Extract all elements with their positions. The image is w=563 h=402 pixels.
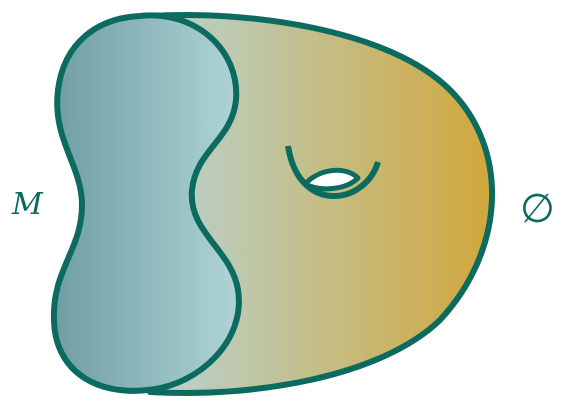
label-empty-set: ∅ — [520, 186, 555, 232]
label-m: M — [11, 187, 44, 222]
